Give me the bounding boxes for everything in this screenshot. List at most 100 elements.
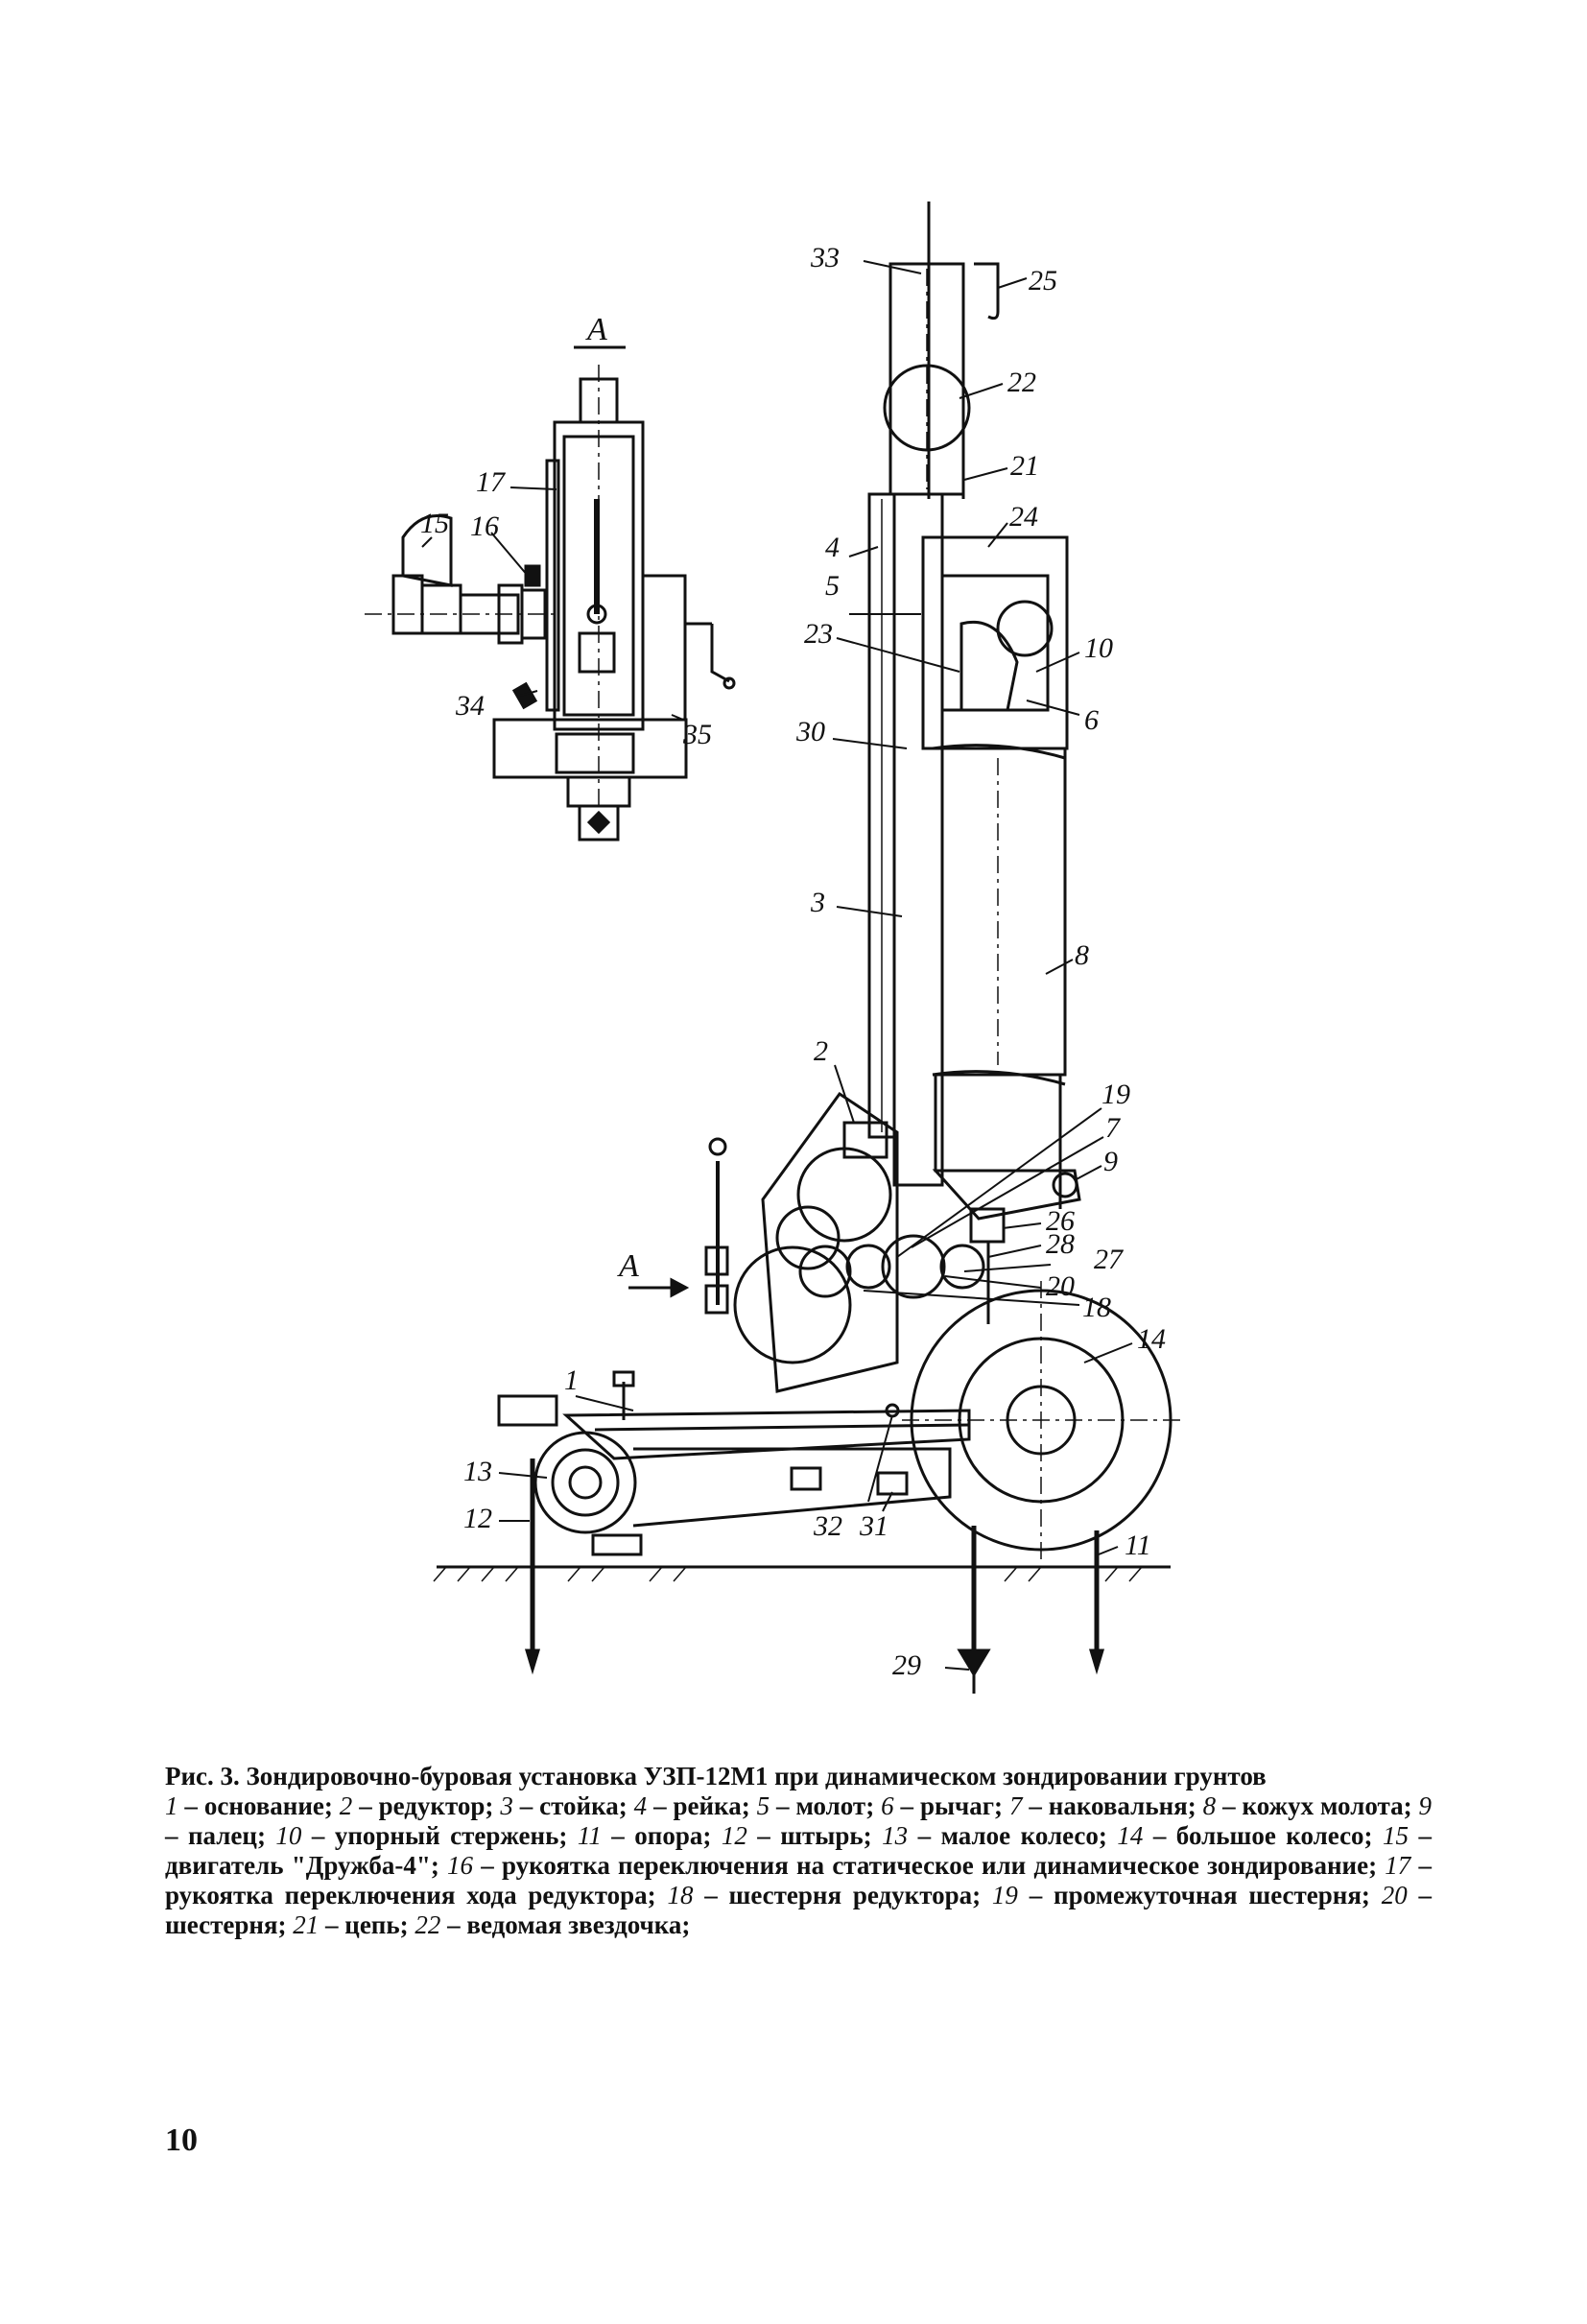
callout-24: 24: [1009, 501, 1038, 533]
legend-number: 14: [1117, 1821, 1144, 1850]
callout-23: 23: [804, 618, 833, 650]
legend-item-21: 21 – цепь;: [293, 1910, 415, 1939]
callout-22: 22: [1007, 367, 1036, 398]
legend-text: – основание;: [178, 1791, 340, 1820]
legend-item-5: 5 – молот;: [757, 1791, 881, 1820]
page-number: 10: [165, 2122, 198, 2158]
callout-32: 32: [813, 1510, 842, 1542]
legend-text: – редуктор;: [352, 1791, 501, 1820]
legend-item-15: 15 – двигатель "Дружба-4";: [165, 1821, 1432, 1880]
legend-item-14: 14 – большое колесо;: [1117, 1821, 1383, 1850]
legend-text: – рукоятка переключения хода редуктора;: [165, 1851, 1432, 1909]
callout-16: 16: [470, 510, 499, 542]
view-label: A: [585, 312, 607, 347]
technical-drawing-figure: A A 33 25 22 21 24 4 5 23 10 6 30 3 8 2 …: [365, 202, 1180, 1694]
legend-number: 4: [633, 1791, 648, 1820]
legend-text: – стойка;: [512, 1791, 634, 1820]
legend-text: – палец;: [165, 1821, 276, 1850]
legend-item-18: 18 – шестерня редуктора;: [667, 1881, 991, 1909]
legend-text: – шестерня редуктора;: [693, 1881, 992, 1909]
callout-4: 4: [825, 532, 840, 563]
legend-text: – опора;: [601, 1821, 722, 1850]
legend-item-10: 10 – упорный стержень;: [275, 1821, 577, 1850]
legend-text: – рукоятка переключения на статическое и…: [473, 1851, 1386, 1880]
legend-number: 1: [165, 1791, 178, 1820]
legend-item-11: 11 – опора;: [578, 1821, 722, 1850]
callout-21: 21: [1010, 450, 1039, 482]
callout-14: 14: [1137, 1323, 1166, 1355]
legend-number: 7: [1008, 1791, 1023, 1820]
legend-number: 17: [1385, 1851, 1411, 1880]
callout-33: 33: [810, 242, 840, 273]
legend-text: – шестерня;: [165, 1881, 1433, 1939]
legend-item-8: 8 – кожух молота;: [1203, 1791, 1419, 1820]
legend-number: 22: [415, 1910, 441, 1939]
legend-text: – рейка;: [647, 1791, 757, 1820]
legend-item-20: 20 – шестерня;: [165, 1881, 1432, 1939]
legend-number: 18: [667, 1881, 694, 1909]
callout-5: 5: [825, 570, 840, 602]
callout-28: 28: [1046, 1228, 1075, 1260]
callout-27: 27: [1094, 1244, 1125, 1275]
legend-text: – малое колесо;: [908, 1821, 1118, 1850]
legend-text: – наковальня;: [1022, 1791, 1203, 1820]
callout-19: 19: [1101, 1079, 1130, 1110]
legend-text: – большое колесо;: [1143, 1821, 1384, 1850]
legend-text: – штырь;: [746, 1821, 883, 1850]
legend-text: – ведомая звездочка;: [440, 1910, 691, 1939]
legend-number: 2: [339, 1791, 353, 1820]
legend-item-3: 3 – стойка;: [500, 1791, 633, 1820]
legend-number: 10: [275, 1821, 302, 1850]
legend-number: 12: [721, 1821, 747, 1850]
legend-item-6: 6 – рычаг;: [881, 1791, 1009, 1820]
legend-text: – промежуточная шестерня;: [1017, 1881, 1382, 1909]
callout-20: 20: [1046, 1270, 1075, 1302]
legend-number: 11: [577, 1821, 602, 1850]
legend-number: 15: [1383, 1821, 1409, 1850]
callout-30: 30: [795, 716, 825, 747]
legend-number: 13: [882, 1821, 909, 1850]
legend-number: 5: [756, 1791, 770, 1820]
callout-25: 25: [1029, 265, 1057, 296]
legend-item-17: 17 – рукоятка переключения хода редуктор…: [165, 1851, 1432, 1909]
figure-caption: Рис. 3. Зондировочно-буровая установка У…: [165, 1762, 1432, 1940]
callout-labels: A A 33 25 22 21 24 4 5 23 10 6 30 3 8 2 …: [420, 242, 1166, 1681]
legend-text: – молот;: [770, 1791, 882, 1820]
legend-text: – двигатель "Дружба-4";: [165, 1821, 1432, 1880]
callout-15: 15: [420, 508, 449, 539]
callout-31: 31: [859, 1510, 888, 1542]
legend-text: – цепь;: [319, 1910, 415, 1939]
arrow-label: A: [617, 1248, 639, 1284]
callout-1: 1: [564, 1364, 579, 1396]
legend-number: 19: [991, 1881, 1018, 1909]
callout-26: 26: [1046, 1205, 1075, 1237]
caption-legend: 1 – основание; 2 – редуктор; 3 – стойка;…: [165, 1791, 1432, 1940]
legend-item-13: 13 – малое колесо;: [882, 1821, 1117, 1850]
legend-number: 8: [1202, 1791, 1217, 1820]
callout-12: 12: [463, 1503, 492, 1534]
legend-number: 3: [500, 1791, 513, 1820]
legend-item-2: 2 – редуктор;: [340, 1791, 501, 1820]
callout-18: 18: [1082, 1292, 1111, 1323]
callout-34: 34: [455, 690, 485, 722]
callout-6: 6: [1084, 704, 1099, 736]
legend-number: 20: [1381, 1881, 1408, 1909]
callout-7: 7: [1105, 1112, 1122, 1144]
callout-11: 11: [1125, 1530, 1151, 1561]
legend-item-9: 9 – палец;: [165, 1791, 1432, 1850]
legend-item-7: 7 – наковальня;: [1009, 1791, 1203, 1820]
callout-3: 3: [810, 887, 825, 918]
callout-13: 13: [463, 1456, 492, 1487]
legend-text: – кожух молота;: [1216, 1791, 1419, 1820]
legend-item-4: 4 – рейка;: [634, 1791, 757, 1820]
legend-text: – упорный стержень;: [301, 1821, 578, 1850]
legend-number: 9: [1418, 1791, 1433, 1820]
legend-number: 6: [881, 1791, 894, 1820]
legend-text: – рычаг;: [893, 1791, 1009, 1820]
legend-number: 21: [293, 1910, 320, 1939]
caption-title: Рис. 3. Зондировочно-буровая установка У…: [165, 1762, 1267, 1790]
callout-10: 10: [1084, 632, 1113, 664]
callout-9: 9: [1103, 1146, 1118, 1177]
callout-29: 29: [892, 1649, 921, 1681]
